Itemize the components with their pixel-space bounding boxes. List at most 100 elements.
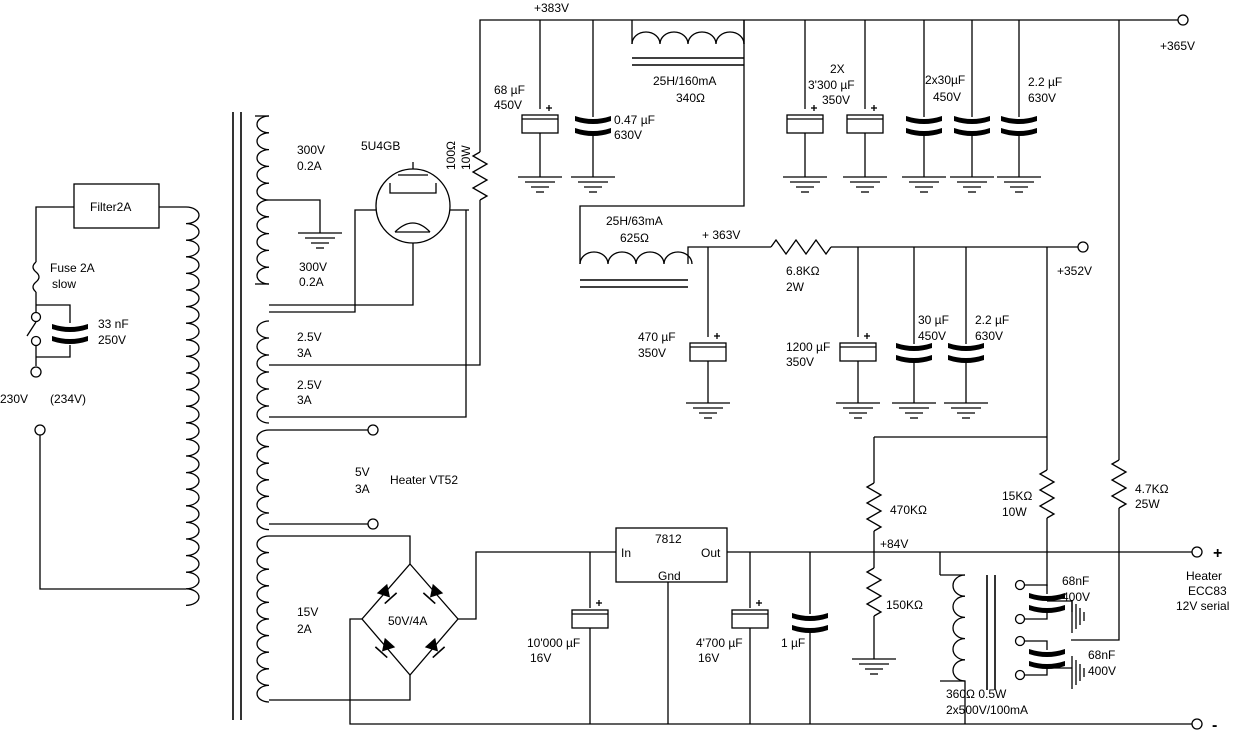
label-choke1-a: 25H/160mA xyxy=(653,74,716,88)
label-heater-c: 12V serial xyxy=(1176,599,1229,613)
label-c68n1-a: 68nF xyxy=(1062,574,1089,588)
label-c68-b: 450V xyxy=(494,98,522,112)
label-mains-b: (234V) xyxy=(50,392,86,406)
power-transformer xyxy=(185,112,270,720)
label-r470k: 470KΩ xyxy=(890,503,927,517)
cap-1uf xyxy=(792,613,828,633)
label-c4700-a: 4'700 µF xyxy=(696,636,743,650)
label-c1u: 1 µF xyxy=(781,636,805,650)
heater-5v-secondary xyxy=(269,424,379,530)
label-sec25a-a: 2.5V xyxy=(297,330,322,344)
cap-3300uf-a xyxy=(786,104,824,134)
label-c22a-b: 630V xyxy=(1028,91,1056,105)
label-sec25b-b: 3A xyxy=(297,393,312,407)
label-choke3-a: 360Ω 0.5W xyxy=(946,687,1007,701)
label-sec300a-a: 300V xyxy=(297,143,325,157)
label-c68n2-b: 400V xyxy=(1088,664,1116,678)
label-c30-b: 450V xyxy=(918,329,946,343)
label-c470-b: 350V xyxy=(638,346,666,360)
label-reg-gnd: Gnd xyxy=(658,569,681,583)
label-heater-a: Heater xyxy=(1186,569,1222,583)
label-sec15-b: 2A xyxy=(297,622,312,636)
label-c3300-a: 2X xyxy=(830,62,845,76)
label-c33-b: 250V xyxy=(98,333,126,347)
label-sec25a-b: 3A xyxy=(297,346,312,360)
power-switch xyxy=(26,321,37,337)
label-c1200-b: 350V xyxy=(786,355,814,369)
label-c470-a: 470 µF xyxy=(638,330,676,344)
choke-360ohm xyxy=(952,574,966,682)
label-r100-a: 100Ω xyxy=(444,141,458,170)
label-reg-out: Out xyxy=(701,546,721,560)
resistor-470k xyxy=(866,482,882,532)
label-choke2-a: 25H/63mA xyxy=(606,214,663,228)
label-r15k-a: 15KΩ xyxy=(1002,489,1032,503)
label-heater-b: ECC83 xyxy=(1188,584,1227,598)
label-c4700-b: 16V xyxy=(698,651,719,665)
mains-terminal-b xyxy=(34,424,46,436)
cap-470uf xyxy=(689,332,727,362)
label-fuse-b: slow xyxy=(52,277,76,291)
label-84v: +84V xyxy=(880,537,908,551)
bridge-rectifier xyxy=(361,563,459,676)
label-r68k-a: 6.8KΩ xyxy=(786,264,820,278)
label-365v: +365V xyxy=(1160,39,1195,53)
second-filter-section xyxy=(579,20,1089,675)
label-minus: - xyxy=(1212,717,1217,732)
label-c22b-b: 630V xyxy=(975,329,1003,343)
cap-0.47uf xyxy=(575,116,611,136)
cap-68uf xyxy=(521,104,559,134)
label-sec300b-a: 300V xyxy=(299,260,327,274)
top-filter-section xyxy=(517,14,1189,641)
label-r47k-b: 25W xyxy=(1135,497,1160,511)
resistor-100ohm xyxy=(472,151,488,201)
mains-terminal-a xyxy=(30,366,42,378)
label-r68k-b: 2W xyxy=(786,280,805,294)
resistor-4.7k xyxy=(1111,459,1127,509)
resistor-15k xyxy=(1039,469,1055,519)
cap-68nf-a xyxy=(1029,593,1065,613)
label-c2x30-a: 2x30µF xyxy=(925,73,965,87)
label-sec5-a: 5V xyxy=(355,465,370,479)
label-c2x30-b: 450V xyxy=(933,90,961,104)
label-r47k-a: 4.7KΩ xyxy=(1135,482,1169,496)
label-plus: + xyxy=(1213,545,1222,562)
label-c30-a: 30 µF xyxy=(918,313,949,327)
label-c68n2-a: 68nF xyxy=(1088,648,1115,662)
cap-33nf xyxy=(52,324,88,344)
filter-block xyxy=(73,183,160,229)
label-363v: + 363V xyxy=(702,228,740,242)
label-c047-a: 0.47 µF xyxy=(614,113,655,127)
label-c3300-b: 3'300 µF xyxy=(808,78,855,92)
hv-rectifier-section xyxy=(255,19,1178,418)
resistor-6.8k xyxy=(770,238,832,256)
label-c10000-a: 10'000 µF xyxy=(527,636,580,650)
label-heater-vt52: Heater VT52 xyxy=(390,473,458,487)
label-tube: 5U4GB xyxy=(361,139,400,153)
label-reg: 7812 xyxy=(655,532,682,546)
label-sec300b-b: 0.2A xyxy=(299,275,324,289)
label-sec300a-b: 0.2A xyxy=(297,159,322,173)
label-383v: +383V xyxy=(534,1,569,15)
cap-68nf-b xyxy=(1029,649,1065,669)
regulator-7812 xyxy=(615,527,728,583)
label-choke1-b: 340Ω xyxy=(676,91,705,105)
label-bridge: 50V/4A xyxy=(388,614,427,628)
cap-30uf xyxy=(896,343,932,363)
label-c10000-b: 16V xyxy=(530,651,551,665)
mains-input-section xyxy=(26,183,186,590)
label-sec15-a: 15V xyxy=(297,605,318,619)
label-c1200-a: 1200 µF xyxy=(786,340,830,354)
cap-30uf-b xyxy=(954,116,990,136)
label-352v: +352V xyxy=(1057,264,1092,278)
choke-25h-160ma xyxy=(631,31,745,45)
label-c047-b: 630V xyxy=(614,128,642,142)
label-r15k-b: 10W xyxy=(1002,505,1027,519)
cap-1200uf xyxy=(839,332,877,362)
label-c68n1-b: 400V xyxy=(1062,590,1090,604)
fuse-symbol xyxy=(32,261,40,293)
label-c22b-a: 2.2 µF xyxy=(975,313,1009,327)
